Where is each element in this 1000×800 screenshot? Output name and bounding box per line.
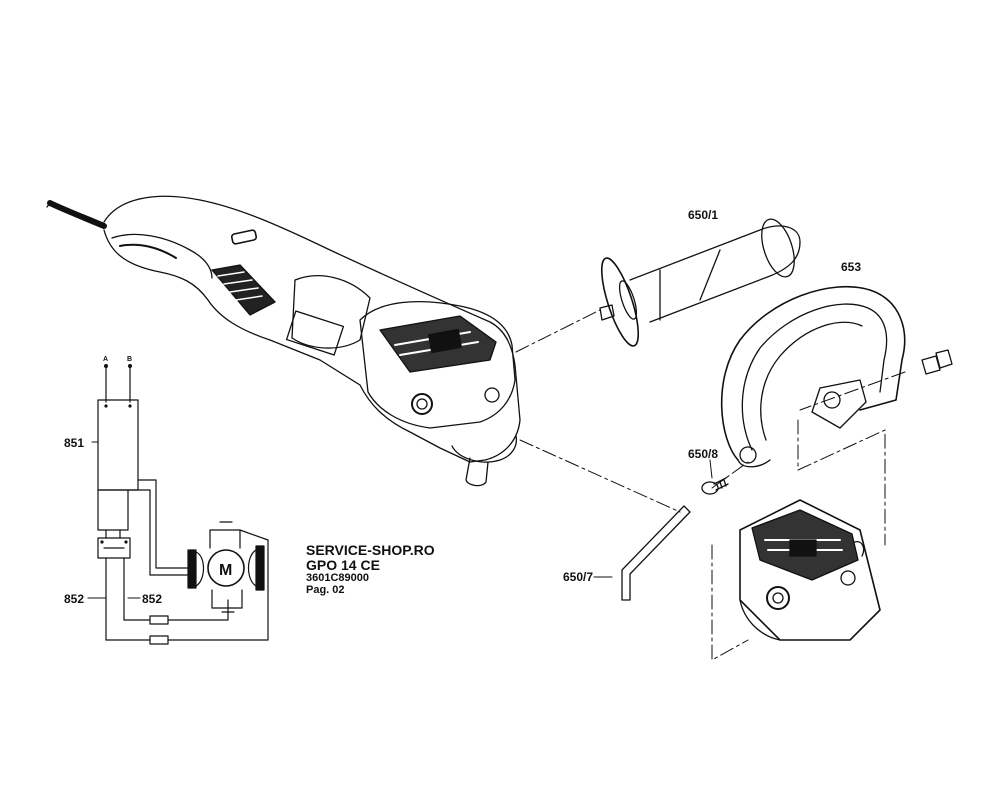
model-info-block: SERVICE-SHOP.RO GPO 14 CE 3601C89000 Pag… [306, 543, 435, 596]
label-852-left: 852 [64, 592, 84, 606]
loop-handle-drawing [720, 286, 953, 468]
shop-name: SERVICE-SHOP.RO [306, 542, 435, 558]
polisher-tool-drawing [46, 195, 521, 487]
terminal-b-label: B [127, 356, 132, 363]
terminal-dots [100, 364, 132, 544]
hex-key-drawing [621, 505, 691, 601]
label-653: 653 [841, 260, 861, 274]
auxiliary-handle-drawing [599, 218, 801, 347]
gear-head-cover-drawing [739, 499, 881, 641]
label-650-8: 650/8 [688, 447, 718, 461]
terminal-a-label: A [103, 356, 108, 363]
screw-650-8-drawing [701, 477, 729, 495]
wiring-schematic [97, 365, 269, 645]
label-851: 851 [64, 436, 84, 450]
motor-label: M [219, 562, 232, 579]
label-650-1: 650/1 [688, 208, 718, 222]
label-650-7: 650/7 [563, 570, 593, 584]
model-name: GPO 14 CE [306, 557, 380, 573]
part-number: 3601C89000 [306, 572, 370, 584]
label-leaders [87, 441, 713, 599]
page-number: Pag. 02 [306, 584, 345, 596]
label-852-right: 852 [142, 592, 162, 606]
assembly-lines [515, 309, 906, 661]
